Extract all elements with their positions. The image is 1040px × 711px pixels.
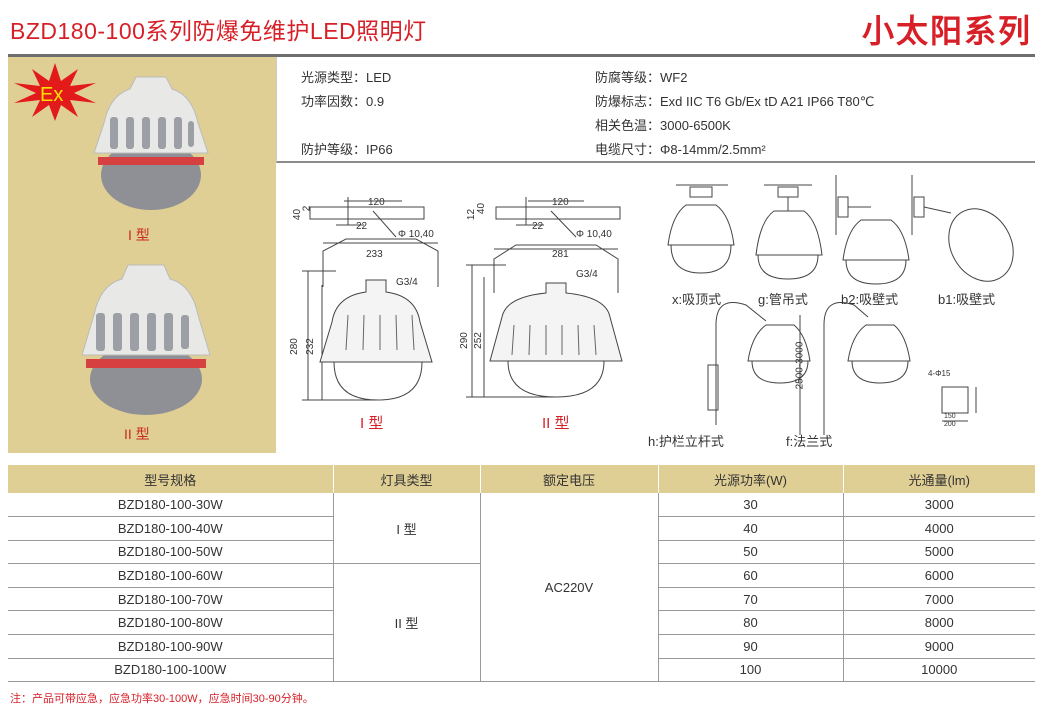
- dim-type2-bracket-h2: 40: [476, 202, 488, 215]
- mount-label-wall-b2: b2:吸壁式: [841, 292, 899, 307]
- flange-d1: 150: [944, 413, 956, 420]
- dim-type2-height-body: 252: [472, 332, 484, 349]
- dim-type2-thread: G3/4: [576, 269, 598, 280]
- flange-pole-height: 2500-3000: [794, 341, 806, 390]
- col-power: 光源功率(W): [658, 465, 844, 493]
- dim-type2-hole: Φ 10,40: [576, 229, 612, 240]
- drawing-type2-label: II 型: [542, 415, 570, 432]
- dim-type1-offset: 22: [356, 221, 368, 232]
- col-voltage: 额定电压: [480, 465, 659, 493]
- dim-type2-bracket-length: 120: [552, 197, 569, 208]
- type1-label: I 型: [128, 227, 150, 243]
- spec-list: 光源类型：LED 功率因数：0.9 防护等级：IP66 防腐等级：WF2 防爆标…: [276, 57, 1035, 163]
- mount-sketches: [667, 175, 1014, 435]
- lamp-photo-type2: [81, 264, 211, 415]
- dim-type1-thread: G3/4: [396, 277, 418, 288]
- col-flux: 光通量(lm): [843, 465, 1035, 493]
- divider: [8, 54, 1035, 57]
- mount-label-pipe: g:管吊式: [758, 292, 808, 307]
- dim-type2-width: 281: [552, 249, 569, 260]
- type-cell: II 型: [333, 563, 481, 683]
- type-cell: I 型: [333, 493, 481, 565]
- voltage-cell: AC220V: [480, 493, 659, 683]
- col-type: 灯具类型: [333, 465, 481, 493]
- flange-holes: 4-Φ15: [928, 369, 951, 378]
- dim-type1-height-total: 280: [288, 338, 300, 355]
- page-title: BZD180-100系列防爆免维护LED照明灯: [10, 18, 427, 44]
- type2-label: II 型: [124, 426, 150, 442]
- dim-type1-bracket-length: 120: [368, 197, 385, 208]
- dim-type2-offset: 22: [532, 221, 544, 232]
- spec-ip-rating: 防护等级：IP66: [301, 142, 393, 157]
- dim-type1-bracket-h2: 2: [301, 205, 313, 212]
- drawing-lines: [302, 175, 1014, 435]
- mount-label-wall-b1: b1:吸壁式: [938, 292, 996, 307]
- spec-anticorrosion: 防腐等级：WF2: [595, 70, 688, 85]
- spec-color-temp: 相关色温：3000-6500K: [595, 118, 731, 133]
- model-spec-table: 型号规格 灯具类型 额定电压 光源功率(W) 光通量(lm) BZD180-10…: [8, 465, 1035, 683]
- mount-label-railing: h:护栏立杆式: [648, 434, 724, 449]
- mount-label-ceiling: x:吸顶式: [672, 292, 722, 307]
- table-header-row: 型号规格 灯具类型 额定电压 光源功率(W) 光通量(lm): [8, 465, 1035, 493]
- footnote: 注：产品可带应急，应急功率30-100W，应急时间30-90分钟。: [10, 693, 314, 705]
- flange-d2: 200: [944, 421, 956, 428]
- dim-type1-height-body: 232: [304, 338, 316, 355]
- dimension-drawings: 120 40 2 22 Φ 10,40 233 G3/4 280 232 I 型…: [276, 165, 1035, 453]
- product-photo-panel: Ex I 型 II 型: [8, 57, 276, 453]
- drawing-type1-label: I 型: [360, 415, 384, 432]
- spec-ex-mark: 防爆标志：Exd IIC T6 Gb/Ex tD A21 IP66 T80℃: [595, 94, 875, 109]
- ex-badge-text: Ex: [40, 84, 63, 106]
- dim-type2-height-total: 290: [458, 332, 470, 349]
- mount-label-flange: f:法兰式: [786, 434, 833, 449]
- lamp-photo-type1: [93, 76, 209, 210]
- dim-type1-hole: Φ 10,40: [398, 229, 434, 240]
- series-name: 小太阳系列: [861, 13, 1032, 49]
- spec-light-source: 光源类型：LED: [301, 70, 392, 85]
- dim-type1-width: 233: [366, 249, 383, 260]
- spec-cable-size: 电缆尺寸：Φ8-14mm/2.5mm²: [595, 142, 766, 157]
- col-model: 型号规格: [8, 465, 334, 493]
- spec-power-factor: 功率因数：0.9: [301, 94, 385, 109]
- ex-badge-icon: Ex: [14, 63, 96, 121]
